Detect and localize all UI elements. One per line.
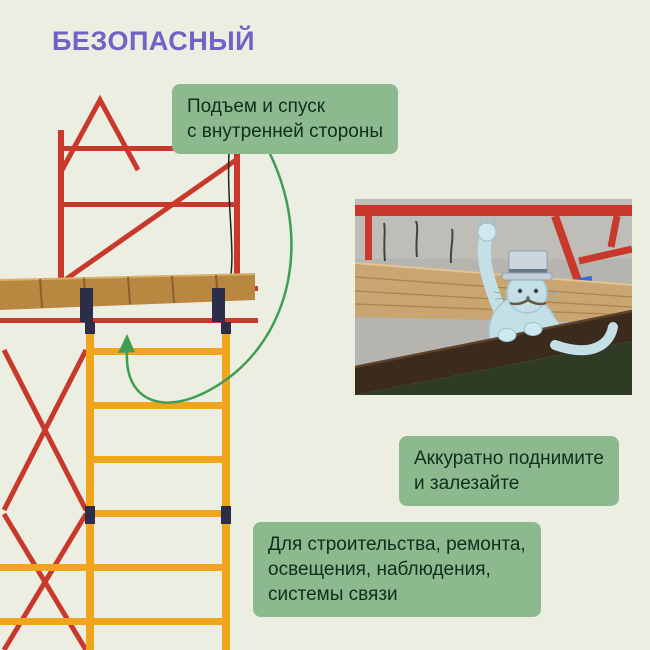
grass-blades [383,220,454,264]
callout-use-cases: Для строительства, ремонта, освещения, н… [253,522,541,618]
callout-lift-carefully: Аккуратно поднимите и залезайте [399,436,619,507]
scaffold-photo [0,90,270,650]
inset-grass-strip [355,341,632,395]
callout-lift-carefully-text: Аккуратно поднимите и залезайте [414,448,604,495]
callout-climb-inside: Подъем и спуск с внутренней стороны [172,84,398,155]
scaffold-platform [0,273,258,323]
top-hat-icon [501,250,553,281]
inset-photo [354,199,633,395]
cat-paws-and-tail [497,322,618,356]
inset-dark-board [354,309,633,395]
inset-illustration [354,199,633,395]
scaffold-lower-yellow-frame [0,322,231,650]
callout-climb-inside-text: Подъем и спуск с внутренней стороны [187,96,383,143]
scaffold-illustration [0,94,258,650]
cable-line [225,133,233,296]
callout-use-cases-text: Для строительства, ремонта, освещения, н… [268,534,526,606]
page-title: БЕЗОПАСНЫЙ [52,26,256,56]
